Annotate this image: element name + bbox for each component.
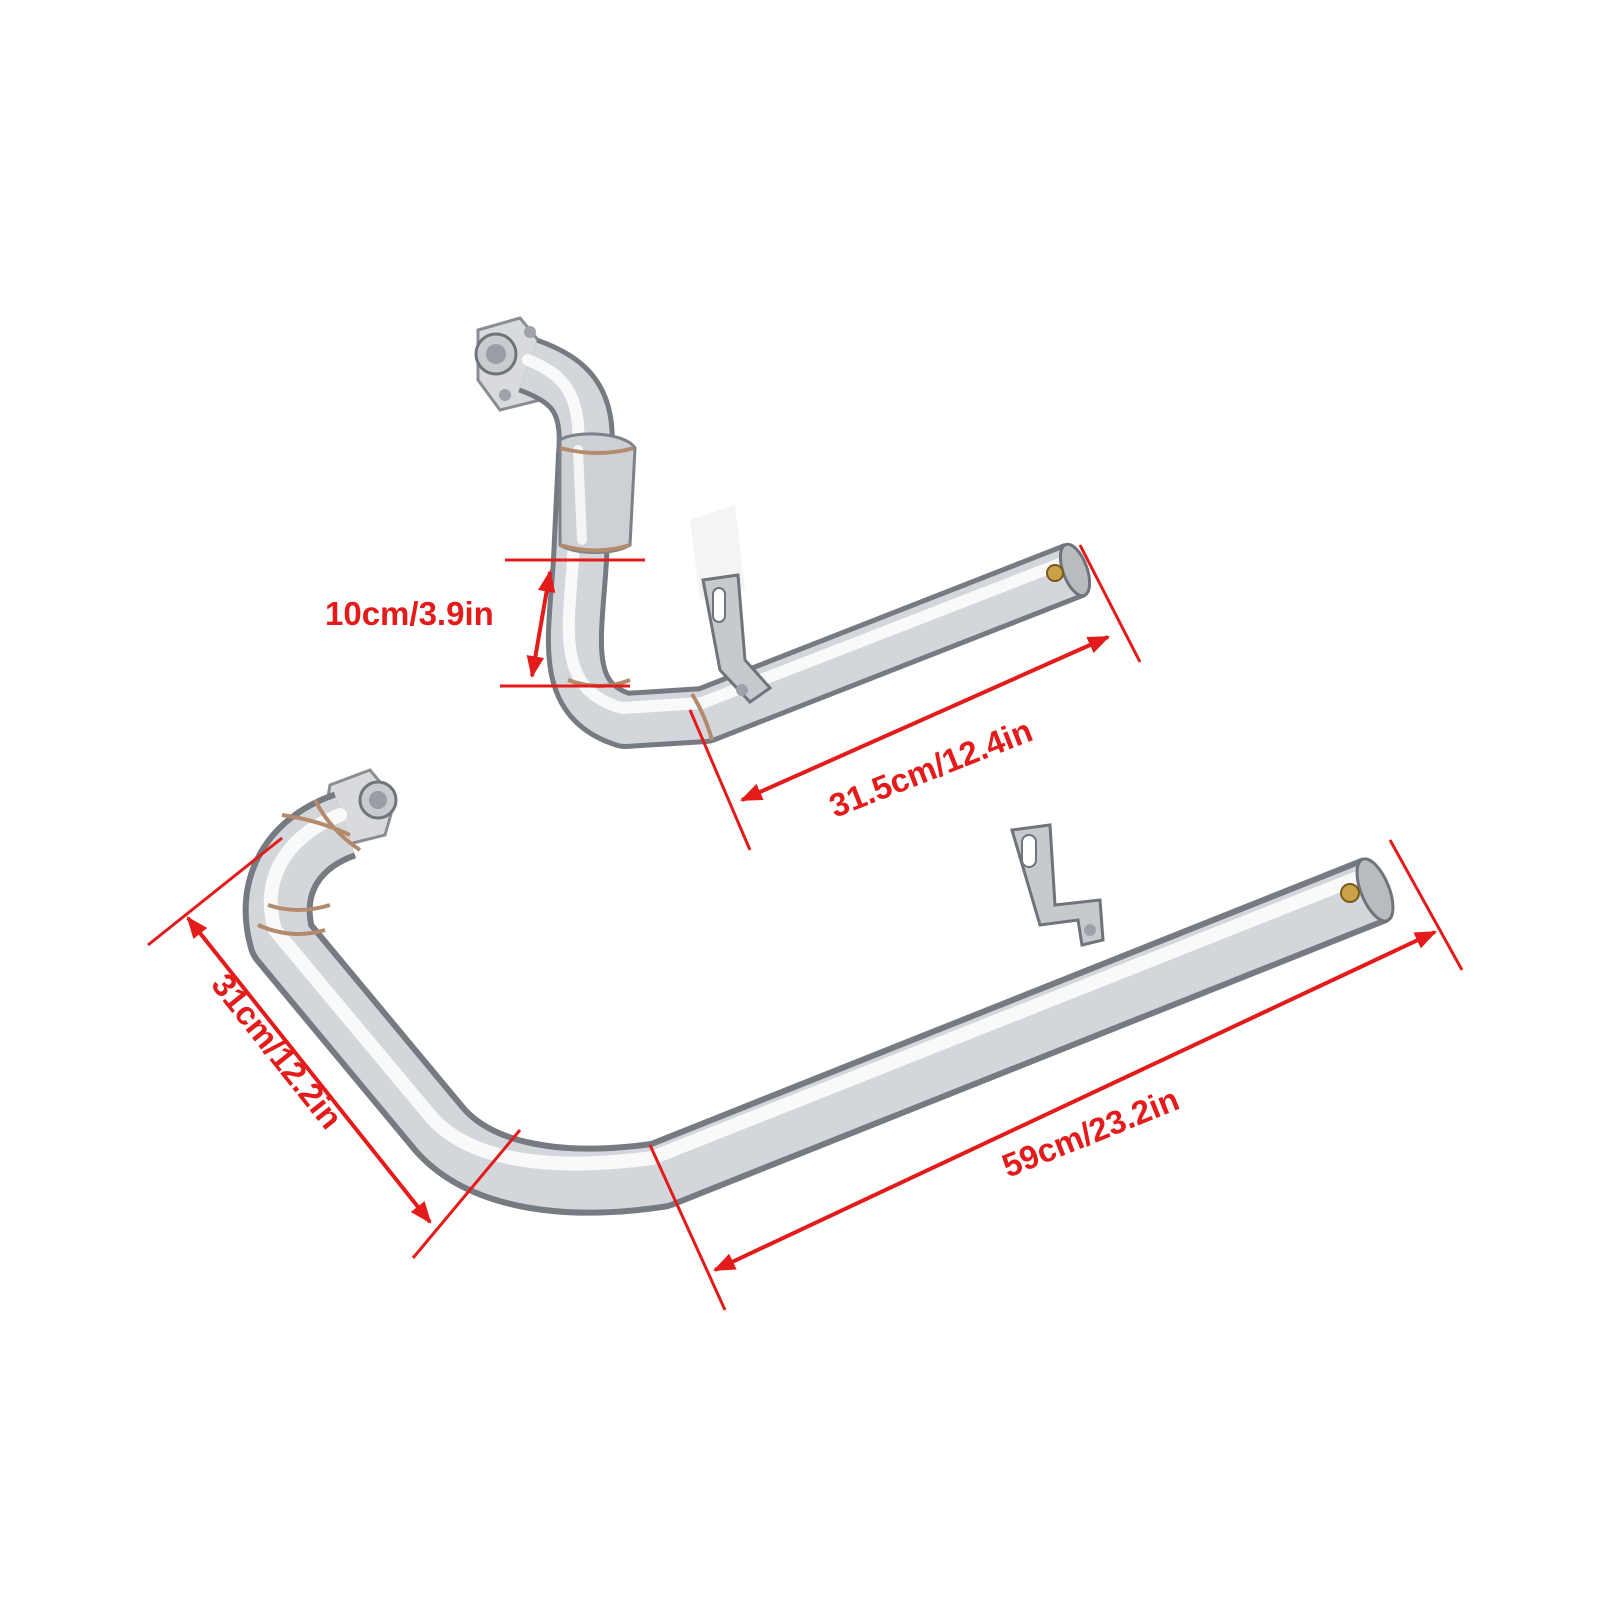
large-height-tick-bottom [411,1129,522,1259]
dimension-lines [147,544,1464,1311]
large-length-tick-left [648,1144,727,1311]
large-pipe-screw [1340,883,1360,903]
small-length-arrow [739,635,1111,802]
small-length-tick-right [1078,544,1142,663]
small-height-label: 10cm/3.9in [325,595,494,632]
small-pipe-screw [1046,564,1064,582]
large-pipe-bracket [1010,823,1105,947]
large-pipe-outlet [1355,857,1395,923]
small-header-pipe [474,316,1092,749]
small-height-arrow [526,569,556,679]
small-length-label: 31.5cm/12.4in [824,711,1037,824]
large-pipe-highlight [263,808,1372,1171]
small-length-tick-left [688,709,752,851]
large-header-pipe [242,768,1395,1216]
large-height-arrow [186,916,432,1224]
large-height-tick-top [147,836,283,947]
large-length-arrow [713,930,1437,1272]
small-pipe-highlight [522,354,1076,714]
large-length-tick-right [1388,839,1464,971]
